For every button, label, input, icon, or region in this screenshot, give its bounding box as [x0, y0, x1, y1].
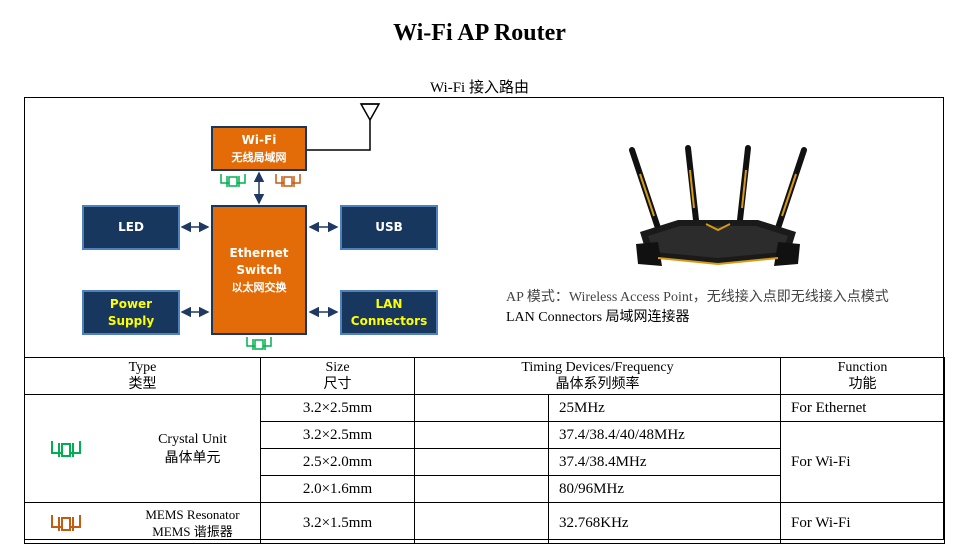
freq-cell: 37.4/38.4/40/48MHz: [548, 421, 781, 449]
size-cell: 2.0×1.6mm: [260, 475, 415, 503]
blank-cell: [414, 502, 549, 544]
table-row: 2.5×2.0mm 37.4/38.4MHz: [25, 448, 945, 476]
blank-cell: [414, 475, 549, 503]
crystal-icon: [246, 337, 272, 350]
router-image: [629, 145, 807, 266]
type-crystal-cell: Crystal Unit 晶体单元: [24, 394, 261, 503]
size-cell: 3.2×1.5mm: [260, 502, 415, 544]
block-power-label-2: Supply: [107, 313, 155, 328]
freq-cell: 80/96MHz: [548, 475, 781, 503]
block-wifi-label-zh: 无线局域网: [231, 150, 287, 164]
page-subtitle: Wi-Fi 接入路由: [430, 80, 529, 96]
antenna-icon: [307, 103, 381, 151]
page-title: Wi-Fi AP Router: [393, 20, 566, 46]
freq-cell: 37.4/38.4MHz: [548, 448, 781, 476]
router-antenna: [629, 145, 807, 231]
block-switch-label-2: Switch: [236, 262, 282, 277]
block-lan-label-1: LAN: [375, 296, 403, 311]
block-ethernet-switch: Ethernet Switch 以太网交换: [211, 205, 307, 335]
lan-connectors-note: LAN Connectors 局域网连接器: [506, 310, 690, 325]
blank-cell: [414, 448, 549, 476]
freq-cell: 32.768KHz: [548, 502, 781, 544]
size-cell: 3.2×2.5mm: [260, 394, 415, 422]
block-switch-label-1: Ethernet: [229, 245, 289, 260]
blank-cell: [414, 421, 549, 449]
mems-type-en: MEMS Resonator: [145, 507, 240, 522]
size-cell: 3.2×2.5mm: [260, 421, 415, 449]
size-cell: 2.5×2.0mm: [260, 448, 415, 476]
block-lan-connectors: LAN Connectors: [340, 290, 438, 335]
mems-type-zh: MEMS 谐振器: [152, 524, 233, 539]
block-led-label: LED: [118, 220, 144, 234]
table-row: Crystal Unit 晶体单元 3.2×2.5mm 25MHz For Eth…: [24, 394, 945, 503]
function-cell: For Wi-Fi: [780, 421, 945, 503]
crystal-icon: [51, 440, 81, 457]
block-usb-label: USB: [375, 220, 403, 234]
function-cell: For Ethernet: [780, 394, 945, 422]
ap-note: AP 模式：Wireless Access Point，无线接入点即无线接入点模…: [506, 288, 889, 328]
crystal-icon: [220, 174, 246, 187]
block-wifi-label: Wi-Fi: [241, 132, 277, 147]
mems-icon: [51, 515, 81, 531]
block-led: LED: [82, 205, 180, 250]
block-power-supply: Power Supply: [82, 290, 180, 335]
mems-icon: [275, 174, 301, 187]
block-power-label-1: Power: [109, 296, 153, 311]
block-wifi: Wi-Fi 无线局域网: [211, 126, 307, 171]
ap-mode-note: AP 模式：Wireless Access Point，无线接入点即无线接入点模…: [506, 290, 889, 305]
block-switch-label-zh: 以太网交换: [231, 280, 287, 294]
crystal-type-zh: 晶体单元: [164, 449, 221, 466]
blank-cell: [414, 394, 549, 422]
block-lan-label-2: Connectors: [350, 313, 428, 328]
block-usb: USB: [340, 205, 438, 250]
function-cell: For Wi-Fi: [780, 502, 945, 544]
freq-cell: 25MHz: [548, 394, 781, 422]
crystal-type-en: Crystal Unit: [158, 431, 227, 447]
